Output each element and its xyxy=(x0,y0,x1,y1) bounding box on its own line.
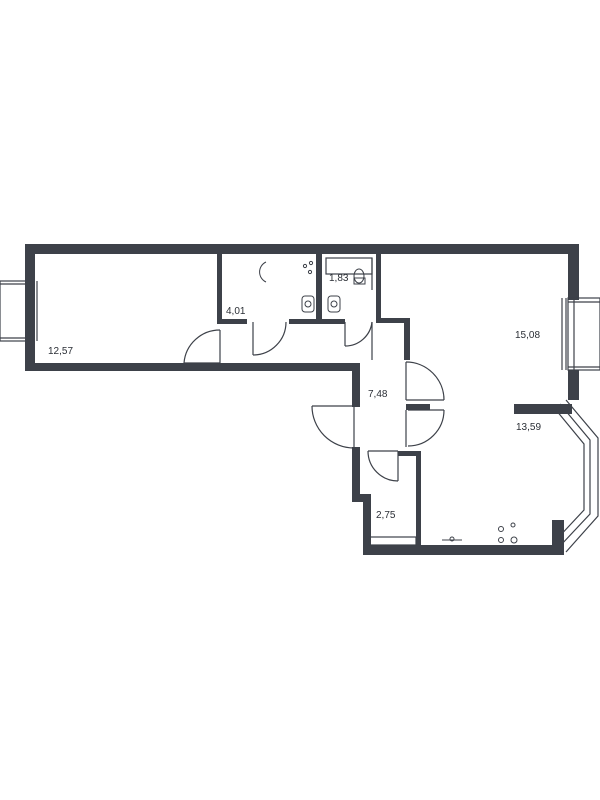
thin-lines xyxy=(0,257,600,553)
wall-hall-left-lower xyxy=(352,447,360,502)
washbasin-icon xyxy=(301,295,315,313)
sink-icon xyxy=(327,295,341,313)
wall-hall-left-upper xyxy=(352,363,360,407)
room-area-bedroom: 15,08 xyxy=(515,330,540,341)
room-area-toilet: 1,83 xyxy=(329,273,349,284)
room-area-storage: 2,75 xyxy=(376,510,396,521)
wall-bathroom-left xyxy=(217,254,222,324)
outer-wall-right-lower xyxy=(568,370,579,400)
room-area-hallway: 7,48 xyxy=(368,389,388,400)
stove-icon xyxy=(498,526,504,532)
walls xyxy=(25,244,579,555)
area-labels: 12,57 4,01 1,83 15,08 7,48 13,59 2,75 xyxy=(48,273,541,521)
doors xyxy=(183,321,445,482)
window-left xyxy=(0,280,31,342)
outer-wall-right-upper xyxy=(568,244,579,300)
wall-toilet-bottom xyxy=(316,319,345,324)
outer-wall-bottom xyxy=(363,545,564,555)
toilet-tank-icon xyxy=(353,277,366,285)
storage-shelf xyxy=(368,536,417,546)
wall-bedroom-jamb xyxy=(404,318,410,360)
kitchen-sink-icon xyxy=(449,536,455,542)
window-right xyxy=(567,297,600,371)
wall-bedroom-stub xyxy=(376,318,410,323)
wall-storage-top xyxy=(398,451,420,456)
tap-icon xyxy=(302,263,308,269)
wall-storage-left xyxy=(363,494,371,554)
wall-left-bottom xyxy=(25,363,360,371)
outer-wall-top xyxy=(25,244,579,254)
shower-icon xyxy=(259,261,267,283)
wall-kitchen-top-left xyxy=(406,404,430,410)
wall-bathroom-bottom-left xyxy=(217,319,247,324)
wall-bedroom-left xyxy=(376,244,381,319)
toilet-niche xyxy=(325,257,373,275)
room-area-kitchen: 13,59 xyxy=(516,422,541,433)
bay-window xyxy=(565,399,599,553)
fixtures xyxy=(259,260,518,544)
room-area-bathroom: 4,01 xyxy=(226,306,246,317)
wall-bath-toilet xyxy=(316,254,322,324)
wall-step xyxy=(352,494,369,502)
wall-kitchen-top-right xyxy=(514,404,572,414)
wall-storage-right xyxy=(416,451,421,551)
room-area-living: 12,57 xyxy=(48,346,73,357)
toilet-bowl-icon xyxy=(353,268,365,284)
